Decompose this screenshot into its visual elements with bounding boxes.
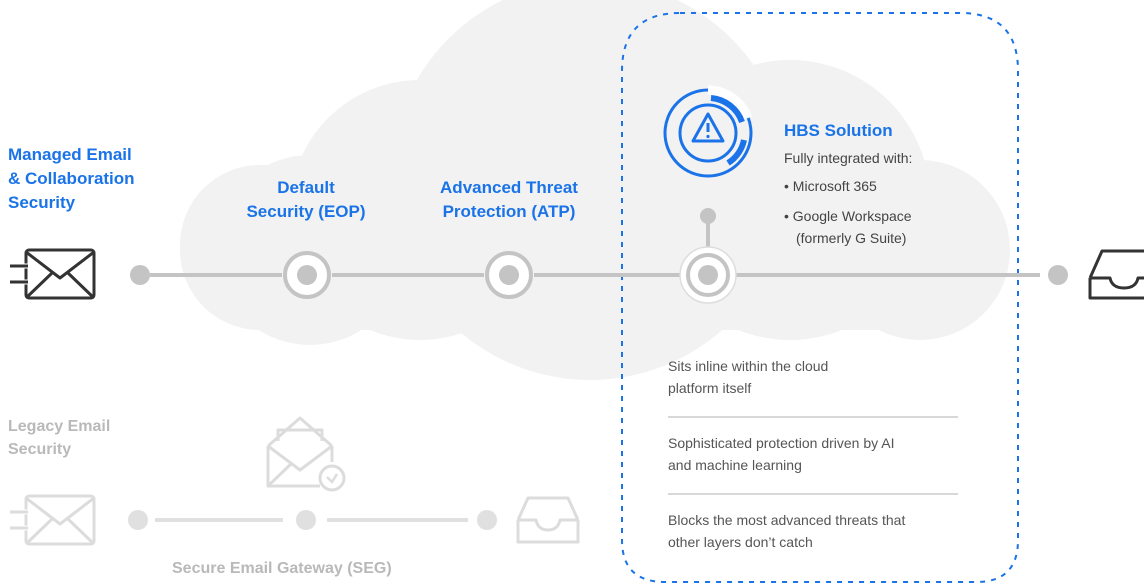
legacy-envelope-send-icon [8,494,96,546]
feature-line: Blocks the most advanced threats that [668,512,906,528]
atp-node [485,251,533,299]
legacy-security-title: Legacy Email Security [8,415,110,461]
managed-title-line: & Collaboration [8,168,135,188]
managed-security-title: Managed Email & Collaboration Security [8,143,135,214]
feature-line: and machine learning [668,456,802,473]
hbs-branch-dot [700,208,716,224]
feature-line: Sits inline within the cloud [668,358,829,374]
default-security-label: Default Security (EOP) [225,176,387,224]
feature-line: other layers don’t catch [668,533,813,550]
alert-radar-icon [663,85,753,178]
atp-label-line: Advanced Threat [440,178,578,197]
legacy-pipeline [128,510,497,530]
hbs-title: HBS Solution [784,121,893,140]
feature-line: Sophisticated protection driven by AI [668,435,895,451]
feature-item: Sits inline within the cloud platform it… [668,356,828,399]
envelope-send-icon [8,248,96,300]
atp-label: Advanced Threat Protection (ATP) [418,176,600,224]
hbs-subtitle: Fully integrated with: [784,150,913,166]
feature-item: Blocks the most advanced threats that ot… [668,510,905,553]
eop-label-line: Security (EOP) [246,201,366,221]
pipeline-start-dot [130,265,150,285]
seg-label: Secure Email Gateway (SEG) [172,560,392,577]
eop-label-line: Default [277,178,335,197]
inbox-tray-icon [1088,249,1144,300]
legacy-inbox-tray-icon [516,496,580,544]
managed-title-line: Managed Email [8,145,132,164]
atp-label-line: Protection (ATP) [442,201,576,221]
legacy-title-line: Legacy Email [8,418,111,435]
envelope-shield-icon [266,416,346,492]
hbs-item-google: • Google Workspace [784,208,912,224]
hbs-item-google-note: (formerly G Suite) [796,230,907,246]
hbs-node [679,246,737,304]
managed-pipeline [150,222,1040,277]
feature-line: platform itself [668,379,752,396]
hbs-item-microsoft: • Microsoft 365 [784,178,877,194]
pipeline-end-dot [1048,265,1068,285]
legacy-title-line: Security [8,441,72,459]
managed-title-line: Security [8,192,76,212]
feature-item: Sophisticated protection driven by AI an… [668,433,894,476]
eop-node [283,251,331,299]
